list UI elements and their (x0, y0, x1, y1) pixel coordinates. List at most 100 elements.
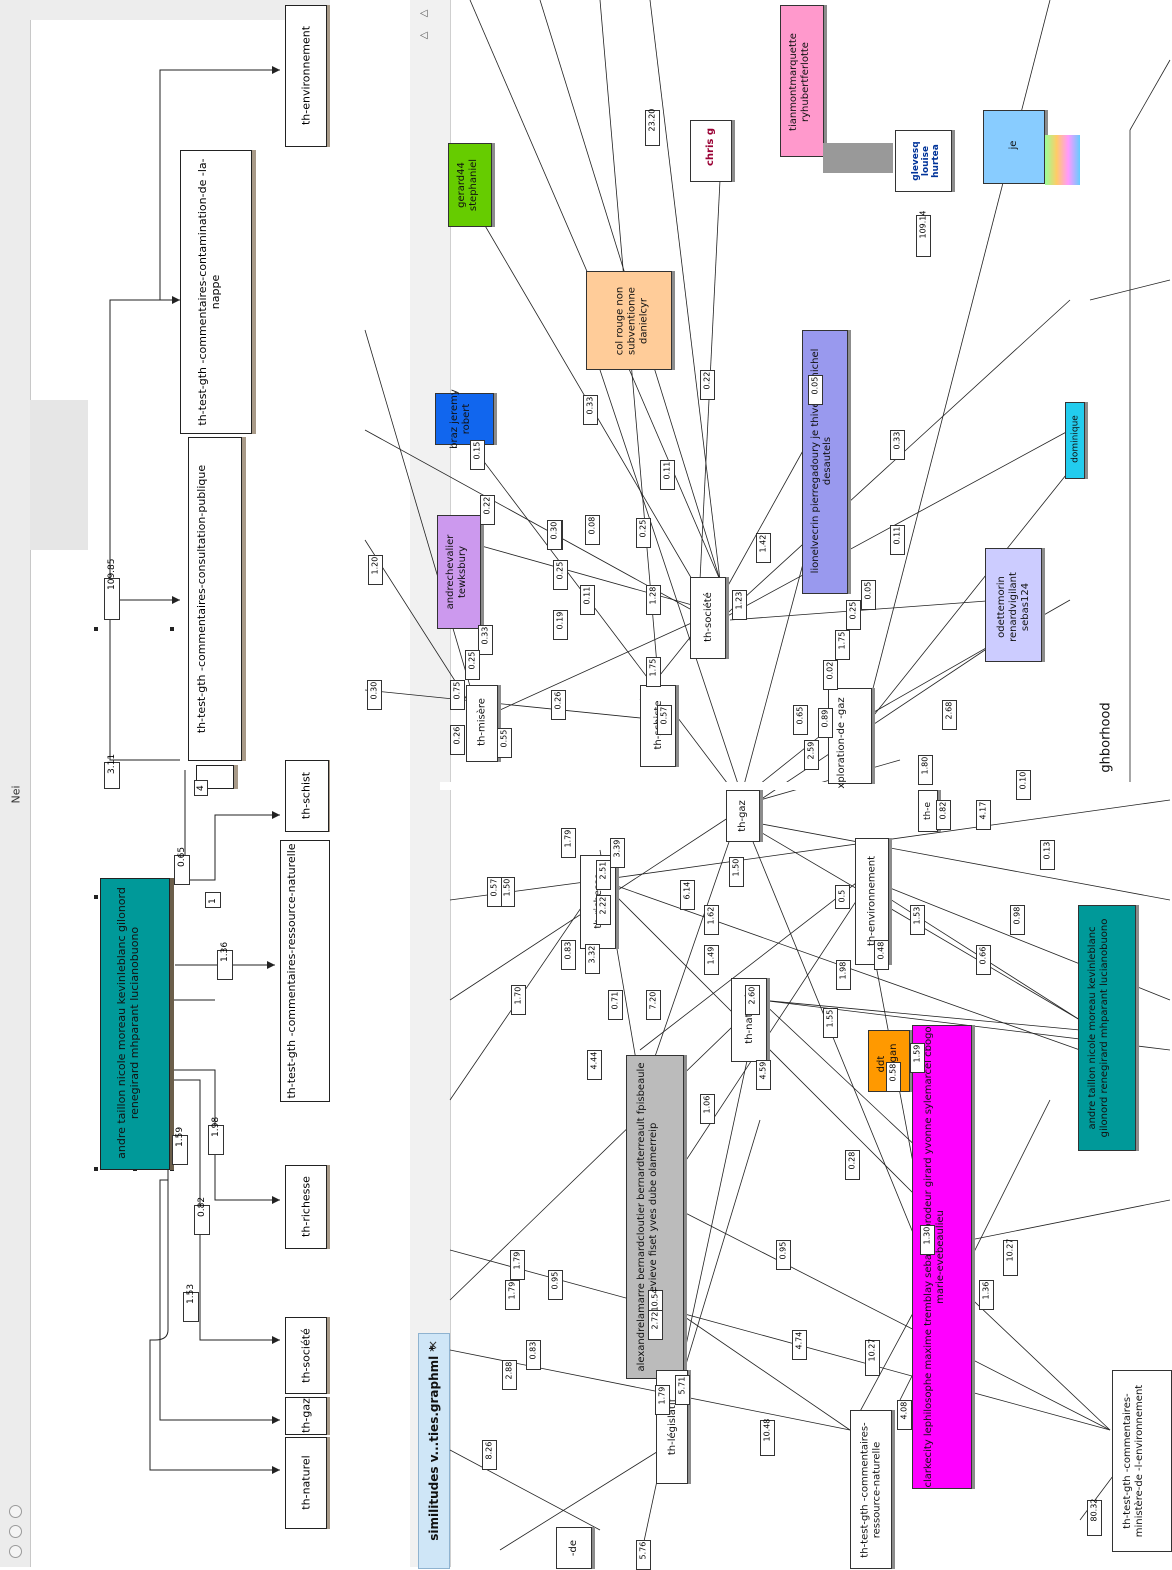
node-label: th-misère (476, 698, 488, 746)
edge-weight-label: 3.32 (585, 944, 600, 974)
edge-weight-label: 0.71 (608, 990, 623, 1020)
edge-weight-label: 1.79 (561, 828, 576, 858)
node-th-contamination[interactable]: th-test-gth -commentaires-contamination-… (180, 150, 252, 434)
edge-weight-label: 4.08 (897, 1400, 912, 1430)
author-node-je[interactable]: je (983, 110, 1045, 184)
edge-weight-label: 0.95 (776, 1240, 791, 1270)
node-th-ministere-environnement[interactable]: th-test-gth -commentaires-ministère-de -… (1112, 1370, 1172, 1552)
node-th-environnement[interactable]: th-environnement (285, 5, 327, 147)
author-node-odettemorin[interactable]: odettemorin renardvigilant sebas124 (985, 548, 1042, 662)
node-th-societe[interactable]: th-société (690, 577, 726, 659)
edge-weight-label: 10.27 (865, 1339, 880, 1376)
edge-weight-label: 4.17 (976, 800, 991, 830)
author-node-col-rouge[interactable]: col rouge non subventionne danielcyr (586, 271, 672, 370)
node-th-richesse[interactable]: th-richesse (285, 1165, 327, 1249)
edge-weight-label: 2.51 (596, 860, 611, 890)
node-th-e[interactable]: th-e (918, 790, 938, 832)
author-node-tianmontmarquette[interactable]: tianmontmarquette ryhubertferlotte (780, 5, 824, 157)
author-node-andrechevalier[interactable]: andrechevalier tewksbury (437, 515, 481, 629)
tab-scroll-up-button[interactable]: ◁ (420, 8, 428, 19)
author-node-glevesque[interactable]: glevesq louise hurtea (895, 130, 952, 192)
edge-weight-label: 1.70 (511, 985, 526, 1015)
window-minimize-button[interactable] (9, 1525, 22, 1538)
gray-block (30, 400, 88, 550)
window-titlebar: Nei (0, 0, 31, 1567)
node-label: andre taillon nicole moreau kevinleblanc… (1087, 918, 1110, 1138)
edge-weight-label: 2.88 (502, 1360, 517, 1390)
edge-weight-label: 1.80 (918, 755, 933, 785)
edge-weight-label: 4 (194, 780, 208, 796)
edge-weight-label: 1.36 (979, 1280, 994, 1310)
author-node-gerard44[interactable]: gerard44 stephaniel (448, 143, 492, 227)
tab-scroll-down-button[interactable]: ◁ (420, 30, 428, 41)
node-th-consultation-publique[interactable]: th-test-gth -commentaires-consultation-p… (188, 437, 242, 761)
edge-weight-label: 2.60 (745, 985, 760, 1015)
edge-weight-label: 1.79 (510, 1250, 525, 1280)
edge-weight-label: 0.11 (580, 585, 595, 615)
node-th-societe[interactable]: th-société (285, 1317, 327, 1394)
window-close-button[interactable] (9, 1505, 22, 1518)
edge-weight-label: 0.05 (861, 580, 876, 610)
edge-weight-label: 0.83 (561, 940, 576, 970)
edge-weight-label: 0.11 (660, 460, 675, 490)
edge-weight-label: 0.26 (551, 690, 566, 720)
edge-weight-label: 1.59 (172, 1127, 188, 1165)
edge-weight-label: 1.79 (655, 1385, 670, 1415)
edge-weight-label: 0.65 (793, 705, 808, 735)
edge-weight-label: 5.76 (636, 1540, 651, 1570)
left-edges (94, 66, 280, 1474)
author-node-dominique[interactable]: dominique (1065, 402, 1085, 479)
edge-weight-label: 6.14 (680, 880, 695, 910)
node-label: chris g (705, 128, 716, 166)
author-node-chris[interactable]: chris g (690, 120, 732, 182)
edge-weight-label: 1.53 (183, 1284, 199, 1322)
edge-weight-label: 4.44 (587, 1050, 602, 1080)
tab-close-icon[interactable]: × (428, 1338, 439, 1352)
node-label: th-gaz (737, 800, 748, 832)
edge-weight-label: 0.82 (936, 800, 951, 830)
edge-weight-label: 1.75 (835, 630, 850, 660)
node-exploration-de-gaz[interactable]: xploration-de -gaz (828, 688, 872, 789)
edge-weight-label: 0.30 (367, 680, 382, 710)
tab-similitudes[interactable]: similitudes v...ties.graphml * × (418, 1333, 450, 1569)
node-partial-de[interactable]: -de (556, 1527, 592, 1569)
node-label: tianmontmarquette ryhubertferlotte (788, 33, 811, 131)
node-label: xploration-de -gaz (836, 697, 847, 789)
edge-weight-label: 0.28 (845, 1150, 860, 1180)
right-margin (1080, 0, 1172, 782)
node-th-gaz[interactable]: th-gaz (726, 790, 760, 842)
edge-weight-label: 0.82 (194, 1197, 210, 1235)
edge-weight-label: 1.06 (700, 1094, 715, 1124)
author-node-clarkecity[interactable]: clarkecity lephilosophe maxime tremblay … (912, 1025, 972, 1489)
node-th-gaz[interactable]: th-gaz (285, 1397, 327, 1435)
node-th-misere[interactable]: th-misère (466, 685, 498, 762)
edge-weight-label: 0.58 (886, 1062, 901, 1092)
node-th-environnement[interactable]: th-environnement (855, 838, 889, 965)
edge-weight-label: 0.11 (890, 525, 905, 555)
author-node-andre-taillon[interactable]: andre taillon nicole moreau kevinleblanc… (100, 878, 170, 1170)
node-label: -de (568, 1539, 579, 1557)
author-node-braz[interactable]: braz jeremy robert (435, 389, 494, 449)
edge-bundle (1045, 135, 1080, 185)
edge-weight-label: 3.11 (104, 754, 120, 789)
edge-weight-label: 1.20 (368, 555, 383, 585)
edge-weight-label: 4.74 (792, 1330, 807, 1360)
node-th-ressource-naturelle[interactable]: th-test-gth -commentaires-ressource-natu… (850, 1410, 892, 1569)
node-th-naturel[interactable]: th-naturel (285, 1437, 327, 1529)
edge-weight-label: 1.98 (208, 1117, 224, 1155)
edge-weight-label: 0.25 (553, 560, 568, 590)
author-node-lionelvecrin[interactable]: lionelvecrin pierregadoury je thiverge m… (802, 330, 848, 594)
edge-weight-label: 0.55 (497, 728, 512, 758)
author-node-andre-taillon-right[interactable]: andre taillon nicole moreau kevinleblanc… (1078, 905, 1136, 1151)
edge-weight-label: 0.15 (470, 440, 485, 470)
edge-weight-label: 0.98 (1010, 905, 1025, 935)
node-th-ressource-naturelle[interactable]: th-test-gth -commentaires-ressource-natu… (280, 840, 330, 1102)
node-th-schiste[interactable]: th-schist (285, 760, 329, 832)
node-label: th-e (923, 801, 933, 821)
edge-weight-label: 0.5 (835, 885, 850, 909)
window-zoom-button[interactable] (9, 1545, 22, 1558)
node-label: clarkecity lephilosophe maxime tremblay … (923, 1026, 946, 1488)
edge-weight-label: 0.57 (657, 705, 672, 735)
node-label: andrechevalier tewksbury (445, 534, 468, 610)
